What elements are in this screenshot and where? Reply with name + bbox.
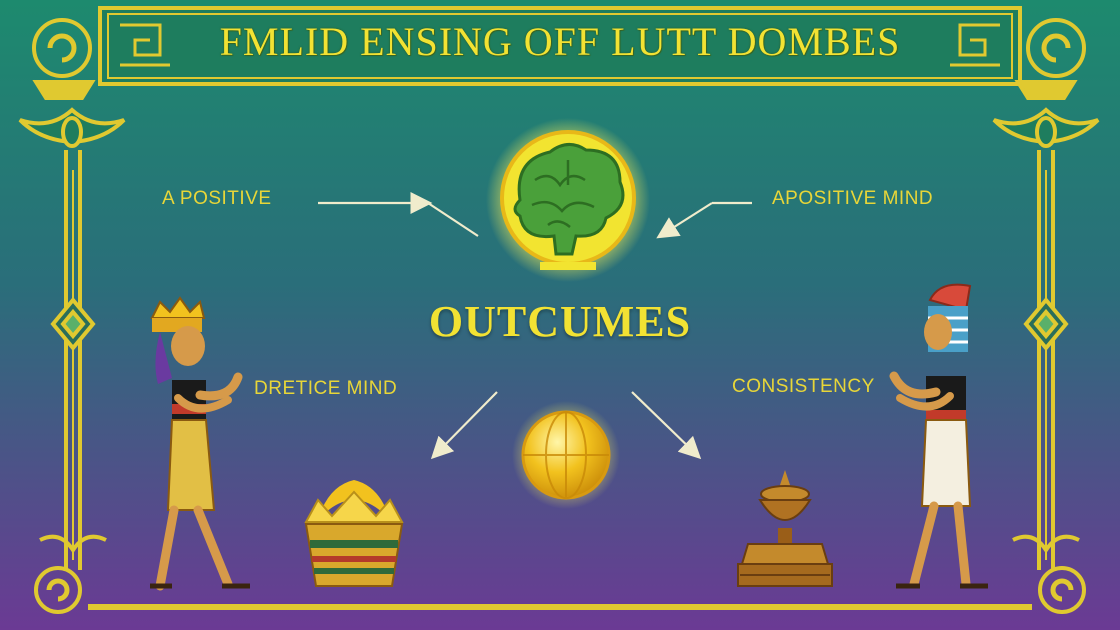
- arrows: [318, 192, 752, 460]
- right-figure: [889, 283, 988, 589]
- label-mid-right: CONSISTENCY: [732, 376, 875, 397]
- left-figure: [150, 296, 250, 591]
- page-title: FMLID ENSING OFF LUTT DOMBES: [219, 19, 901, 64]
- left-column: [18, 18, 126, 614]
- label-top-left: A POSITIVE: [162, 188, 272, 209]
- brain-icon: [486, 118, 650, 282]
- urn-icon: [737, 470, 833, 587]
- label-top-right: APOSITIVE MIND: [772, 188, 934, 209]
- globe-icon: [512, 401, 620, 509]
- lotus-bowl-icon: [304, 480, 404, 587]
- right-column: [992, 18, 1100, 614]
- arrow-top-right-diag: [656, 202, 713, 239]
- arrow-bottom-left: [430, 391, 498, 460]
- arrow-top-left-diag: [427, 202, 479, 237]
- label-mid-left: DRETICE MIND: [254, 378, 398, 399]
- arrow-bottom-right: [631, 391, 702, 460]
- title-banner: [98, 6, 1022, 86]
- center-heading: OUTCUMES: [428, 297, 692, 346]
